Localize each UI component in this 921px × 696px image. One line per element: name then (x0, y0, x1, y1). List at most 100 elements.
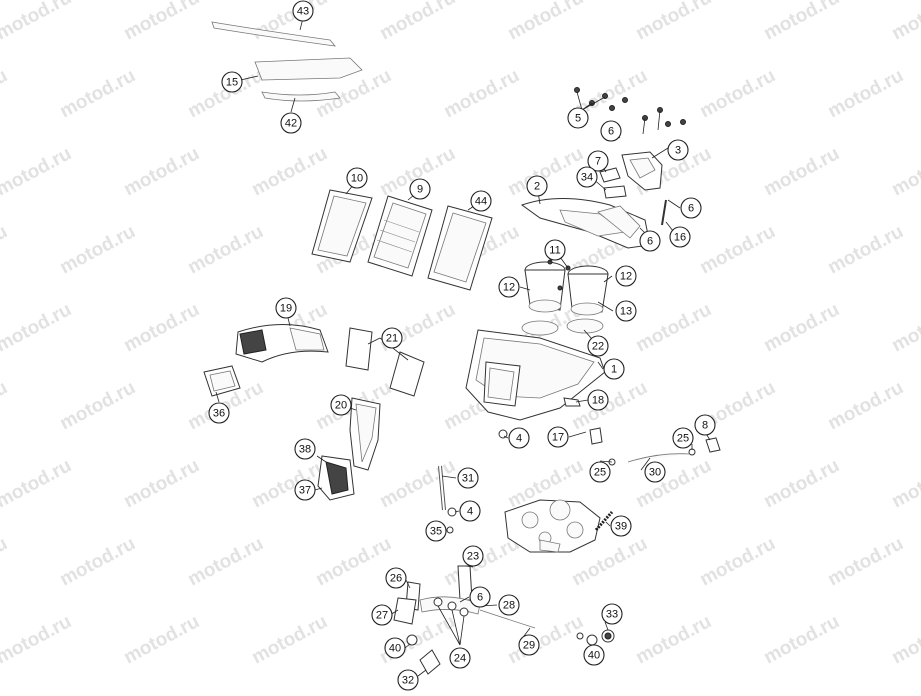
part-hose-31 (438, 465, 446, 511)
callout-label: 17 (552, 432, 564, 444)
callout-20: 20 (330, 394, 352, 416)
callout-22: 22 (587, 335, 609, 357)
callout-label: 39 (615, 521, 627, 533)
callout-label: 6 (688, 203, 694, 215)
callout-label: 29 (523, 640, 535, 652)
callout-4b: 4 (459, 500, 481, 522)
callout-label: 18 (592, 395, 604, 407)
callout-label: 15 (226, 77, 238, 89)
watermark-text: motod.ru (888, 299, 921, 356)
callout-label: 12 (503, 282, 515, 294)
callout-36: 36 (208, 402, 230, 424)
callout-1: 1 (603, 358, 625, 380)
callout-21: 21 (381, 327, 403, 349)
callout-circle (330, 394, 352, 416)
watermark-text: motod.ru (824, 377, 907, 434)
part-airbox-cover-2 (520, 198, 651, 249)
callout-29: 29 (518, 634, 540, 656)
callout-label: 3 (675, 145, 681, 157)
callout-circle (587, 389, 609, 411)
callout-16: 16 (669, 226, 691, 248)
part-throttle-body-assembly (504, 499, 601, 553)
callout-label: 2 (534, 181, 540, 193)
part-lower-hose-assembly (393, 565, 536, 629)
callout-label: 43 (297, 6, 309, 18)
callout-circle (384, 637, 406, 659)
callout-circle (469, 586, 491, 608)
callout-circle (600, 120, 622, 142)
callout-26: 26 (385, 567, 407, 589)
callout-circle (601, 603, 623, 625)
callout-circle (544, 239, 566, 261)
callout-label: 34 (581, 172, 593, 184)
callout-label: 38 (299, 444, 311, 456)
callout-circle (587, 335, 609, 357)
callout-circle (669, 226, 691, 248)
callout-label: 4 (467, 506, 473, 518)
callout-circle (589, 461, 611, 483)
callout-6c: 6 (639, 230, 661, 252)
watermark-text: motod.ru (760, 455, 843, 512)
callout-circle (275, 297, 297, 319)
callout-12b: 12 (615, 265, 637, 287)
callout-circle (498, 594, 520, 616)
callout-43: 43 (292, 0, 314, 22)
watermark-text: motod.ru (56, 65, 139, 122)
watermark-text: motod.ru (120, 0, 203, 44)
callout-label: 10 (351, 173, 363, 185)
part-bracket-3 (621, 151, 663, 191)
callout-circle (385, 567, 407, 589)
part-velocity-stacks (524, 259, 609, 316)
watermark-text: motod.ru (696, 65, 779, 122)
callout-37: 37 (294, 479, 316, 501)
callout-2: 2 (526, 175, 548, 197)
part-strip-42 (261, 91, 341, 102)
callout-label: 8 (702, 420, 708, 432)
callout-label: 6 (608, 126, 614, 138)
callout-27: 27 (371, 604, 393, 626)
callout-label: 5 (575, 113, 581, 125)
callout-8: 8 (694, 414, 716, 436)
watermark-text: motod.ru (0, 533, 11, 590)
watermark-text: motod.ru (56, 221, 139, 278)
part-bracket-37 (317, 455, 355, 501)
watermark-text: motod.ru (120, 143, 203, 200)
callout-11: 11 (544, 239, 566, 261)
callout-label: 44 (475, 196, 487, 208)
callout-18: 18 (587, 389, 609, 411)
callout-label: 7 (595, 156, 601, 168)
callout-circle (294, 438, 316, 460)
callout-circle (508, 427, 530, 449)
watermark-text: motod.ru (504, 0, 587, 44)
watermark-text: motod.ru (760, 0, 843, 44)
callout-circle (449, 647, 471, 669)
part-clip-7 (599, 167, 621, 183)
callout-circle (346, 167, 368, 189)
watermark-text: motod.ru (0, 143, 75, 200)
callout-label: 23 (467, 551, 479, 563)
part-air-duct-19 (235, 324, 329, 363)
watermark-text: motod.ru (0, 299, 75, 356)
callout-label: 35 (430, 526, 442, 538)
callout-circle (221, 71, 243, 93)
watermark-text: motod.ru (888, 143, 921, 200)
callout-label: 26 (390, 573, 402, 585)
callout-label: 11 (549, 245, 560, 257)
callout-label: 32 (402, 675, 414, 687)
part-filter-element-9 (367, 195, 433, 277)
callout-circle (457, 467, 479, 489)
watermark-text: motod.ru (888, 455, 921, 512)
callout-17: 17 (547, 426, 569, 448)
callout-15: 15 (221, 71, 243, 93)
watermark-text: motod.ru (824, 221, 907, 278)
watermark-text: motod.ru (376, 455, 459, 512)
callout-label: 25 (677, 433, 689, 445)
callout-label: 6 (647, 236, 653, 248)
callout-13: 13 (615, 300, 637, 322)
watermark-text: motod.ru (248, 143, 331, 200)
watermark-text: motod.ru (0, 611, 75, 668)
callout-39: 39 (610, 515, 632, 537)
callout-label: 16 (674, 232, 686, 244)
callout-circle (603, 358, 625, 380)
